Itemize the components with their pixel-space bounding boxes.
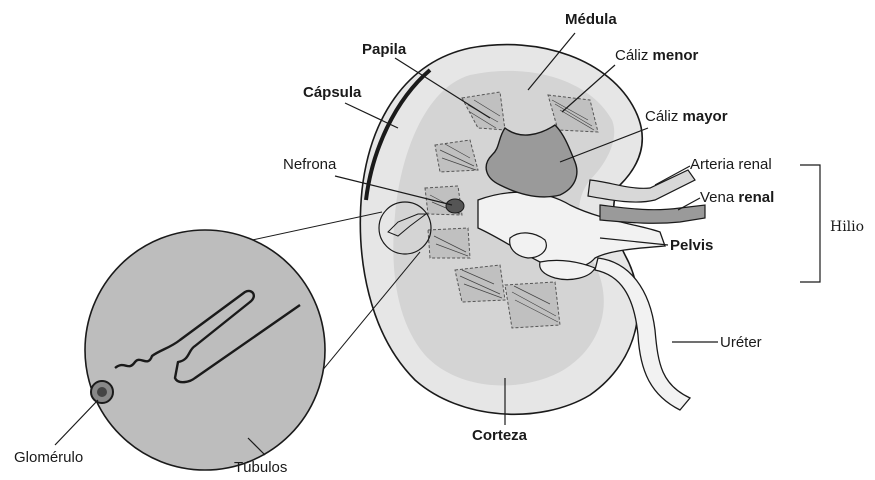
label-hilio: Hilio <box>830 220 864 234</box>
renal-vein <box>600 205 705 223</box>
pyramid-3 <box>435 140 478 172</box>
label-corteza: Corteza <box>472 428 527 443</box>
label-arteria-renal: Arteria renal <box>690 157 772 172</box>
pyramid-7 <box>505 282 560 328</box>
label-caliz-menor-prefix: Cáliz <box>615 47 648 64</box>
label-vena-bold: renal <box>738 189 774 206</box>
label-vena-prefix: Vena <box>700 189 734 206</box>
label-caliz-mayor-bold: mayor <box>683 108 728 125</box>
label-caliz-mayor-prefix: Cáliz <box>645 108 678 125</box>
nephron-glomerulus-small <box>446 199 464 213</box>
label-caliz-menor-bold: menor <box>653 47 699 64</box>
hilio-bracket <box>800 165 820 282</box>
label-ureter: Uréter <box>720 335 762 350</box>
label-capsula: Cápsula <box>303 85 361 100</box>
label-caliz-menor: Cáliz menor <box>615 48 698 63</box>
label-pelvis: Pelvis <box>670 238 713 253</box>
label-medula: Médula <box>565 12 617 27</box>
zoom-circle <box>85 230 325 470</box>
pyramid-5 <box>428 228 470 258</box>
label-nefrona: Nefrona <box>283 157 336 172</box>
zoom-glomerulus-core <box>97 387 107 397</box>
label-vena-renal: Vena renal <box>700 190 774 205</box>
label-glomerulo: Glomérulo <box>14 450 83 465</box>
label-caliz-mayor: Cáliz mayor <box>645 109 728 124</box>
label-papila: Papila <box>362 42 406 57</box>
label-tubulos: Túbulos <box>234 460 287 475</box>
leader-glomerulo <box>55 400 98 445</box>
